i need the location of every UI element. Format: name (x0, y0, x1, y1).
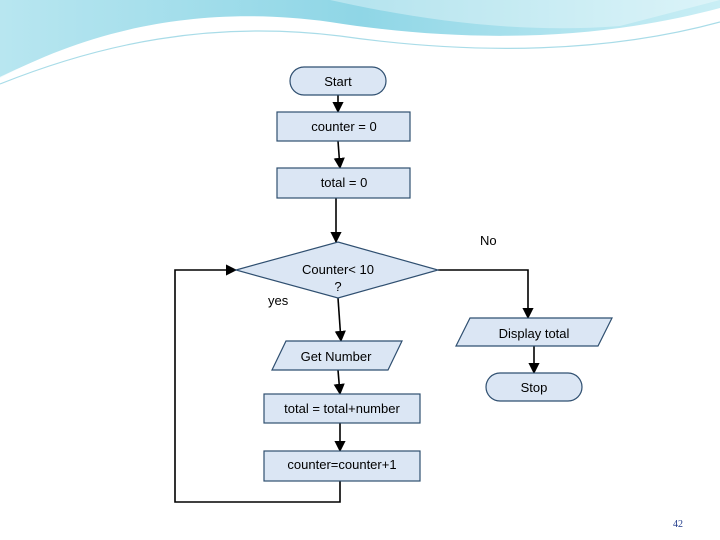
init-total-process (276, 167, 411, 199)
init-counter-label: counter = 0 (311, 119, 376, 134)
get-number-label: Get Number (301, 349, 372, 364)
decision-label-line2: ? (334, 279, 341, 294)
increment-process (263, 450, 421, 482)
arrow-decision-no-to-display (438, 269, 534, 320)
arrow-decision-yes-to-getnumber (334, 297, 346, 343)
start-label: Start (324, 74, 352, 89)
header-wave-decoration (0, 0, 720, 85)
start-terminator (289, 66, 387, 96)
increment-label: counter=counter+1 (287, 457, 396, 472)
branch-no-label: No (480, 233, 497, 248)
init-total-label: total = 0 (321, 175, 368, 190)
flowchart-shapes (233, 66, 613, 482)
arrow-getnumber-to-total (333, 369, 345, 396)
branch-yes-label: yes (268, 293, 289, 308)
flowchart-labels: Start counter = 0 total = 0 Counter< 10 … (268, 74, 570, 472)
display-total-io (455, 317, 613, 347)
loop-back-line (174, 264, 341, 503)
arrow-counter-to-total (333, 140, 345, 170)
init-counter-process (276, 111, 411, 142)
page-number: 42 (673, 519, 683, 530)
display-total-label: Display total (499, 326, 570, 341)
decision-label-line1: Counter< 10 (302, 262, 374, 277)
connectors (174, 95, 540, 503)
get-number-io (271, 340, 403, 371)
stop-terminator (485, 372, 583, 402)
accumulate-label: total = total+number (284, 401, 400, 416)
decision-diamond (233, 241, 441, 299)
accumulate-process (263, 393, 421, 424)
stop-label: Stop (521, 380, 548, 395)
